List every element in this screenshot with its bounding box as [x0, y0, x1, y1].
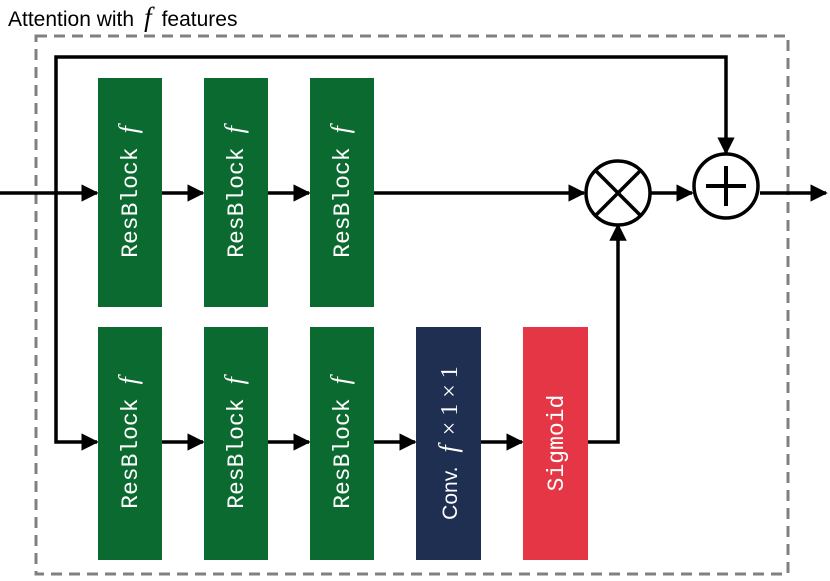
- conv-block: Conv. f × 1 × 1: [416, 327, 481, 560]
- mask-resblock-1: ResBlock f: [98, 327, 162, 560]
- resblock-box: [204, 327, 268, 560]
- sigmoid-box: [523, 327, 588, 560]
- multiply-cross-b: [594, 169, 642, 217]
- resblock-label: ResBlock: [224, 398, 250, 508]
- conv-kernel: × 1 × 1: [437, 366, 463, 435]
- resblock-box: [98, 78, 162, 307]
- svg-text:ResBlock f: ResBlock f: [220, 373, 250, 508]
- resblock-symbol: f: [220, 122, 249, 133]
- sigmoid-to-multiply: [588, 223, 627, 444]
- resblock-box: [310, 78, 374, 307]
- resblock-box: [204, 78, 268, 307]
- svg-text:ResBlock f: ResBlock f: [114, 373, 144, 508]
- multiply-operator: [584, 159, 652, 227]
- resblock-symbol: f: [326, 373, 355, 384]
- resblock-label: ResBlock: [330, 147, 356, 257]
- mask-branch-feed: [54, 193, 99, 451]
- mask-resblock-3: ResBlock f: [310, 327, 374, 560]
- svg-text:ResBlock f: ResBlock f: [326, 373, 356, 508]
- trunk-resblock-1: ResBlock f: [98, 78, 162, 307]
- mask-resblock-2: ResBlock f: [204, 327, 268, 560]
- svg-text:Conv. f × 1 × 1: Conv. f × 1 × 1: [434, 366, 463, 520]
- svg-text:ResBlock f: ResBlock f: [114, 122, 144, 257]
- resblock-symbol: f: [114, 373, 143, 384]
- connections: [0, 55, 828, 451]
- resblock-label: ResBlock: [118, 398, 144, 508]
- trunk-resblock-3: ResBlock f: [310, 78, 374, 307]
- conv-label: Conv.: [439, 467, 462, 520]
- trunk-resblock-2: ResBlock f: [204, 78, 268, 307]
- resblock-symbol: f: [114, 122, 143, 133]
- title-symbol: f: [144, 2, 155, 32]
- conv-symbol: f: [434, 442, 463, 453]
- svg-text:ResBlock f: ResBlock f: [220, 122, 250, 257]
- title-suffix: features: [162, 8, 238, 31]
- svg-text:ResBlock f: ResBlock f: [326, 122, 356, 257]
- conv-box: [416, 327, 481, 560]
- title-prefix: Attention with: [8, 8, 134, 31]
- skip-connection: [54, 55, 735, 193]
- resblock-symbol: f: [220, 373, 249, 384]
- resblock-box: [310, 327, 374, 560]
- module-frame: [34, 34, 790, 576]
- resblock-box: [98, 327, 162, 560]
- diagram-title: Attention with f features: [8, 2, 237, 32]
- resblock-symbol: f: [326, 122, 355, 133]
- resblock-label: ResBlock: [330, 398, 356, 508]
- add-operator: [692, 152, 760, 220]
- sigmoid-label: Sigmoid: [544, 395, 570, 492]
- resblock-label: ResBlock: [118, 147, 144, 257]
- resblock-label: ResBlock: [224, 147, 250, 257]
- sigmoid-block: Sigmoid: [523, 327, 588, 560]
